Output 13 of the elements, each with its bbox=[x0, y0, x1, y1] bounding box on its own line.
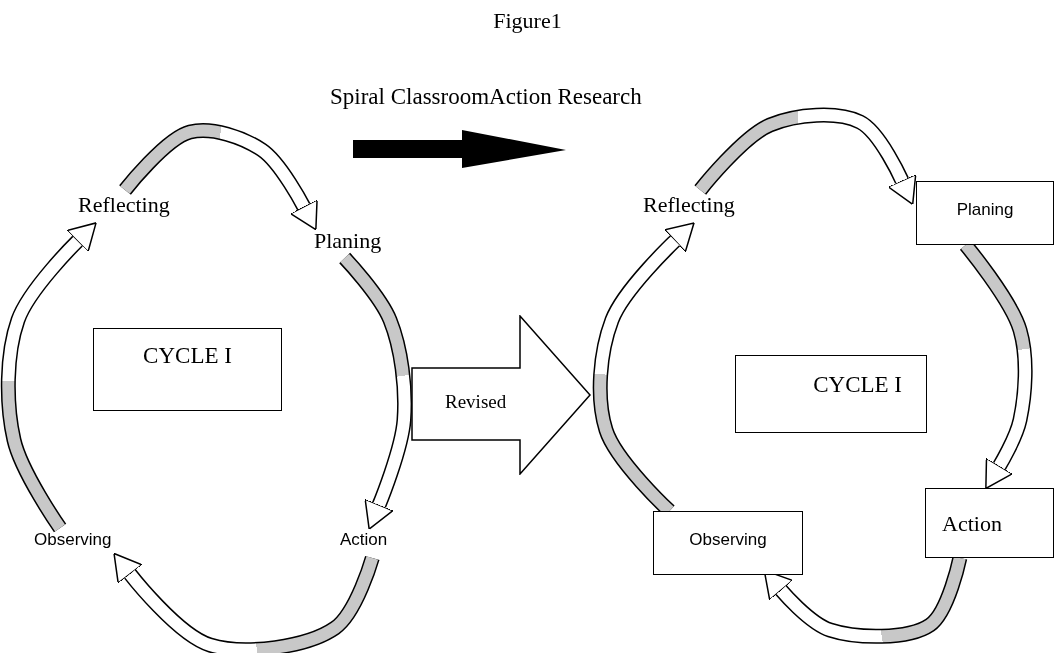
stage-label: Observing bbox=[32, 528, 136, 558]
cycle-box: CYCLE I bbox=[93, 328, 282, 411]
arrow-label: Revised bbox=[445, 391, 507, 413]
stage-label: Planing bbox=[312, 226, 398, 258]
stage-box: Action bbox=[925, 488, 1054, 558]
stage-box: Planing bbox=[916, 181, 1054, 245]
stage-label: Action bbox=[338, 528, 408, 558]
figure-title: Figure1 bbox=[493, 8, 562, 33]
stage-label: Reflecting bbox=[76, 190, 190, 222]
stage-box: Observing bbox=[653, 511, 803, 575]
diagram-subtitle: Spiral ClassroomAction Research bbox=[330, 84, 642, 110]
cycle-box: CYCLE I bbox=[735, 355, 927, 433]
stage-label: Reflecting bbox=[641, 190, 755, 222]
